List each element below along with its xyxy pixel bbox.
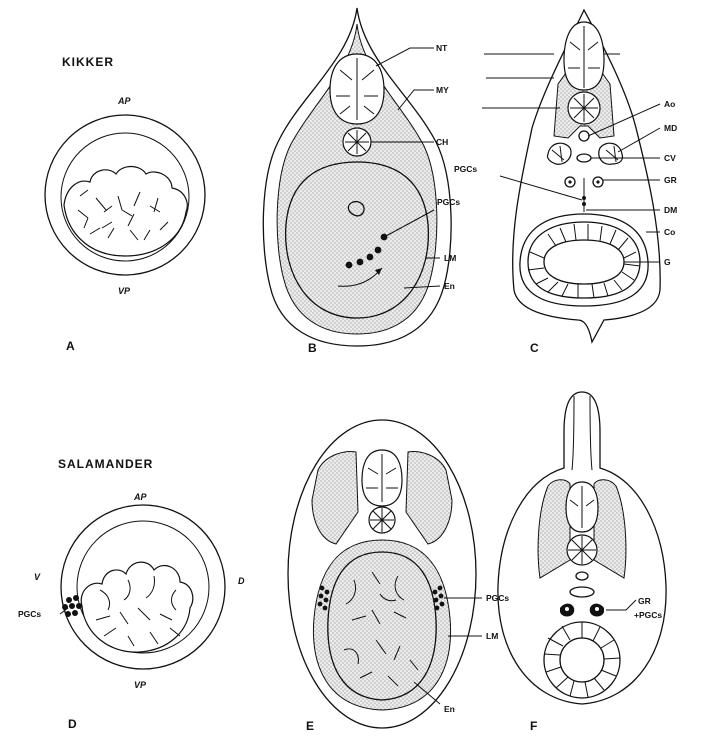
panel-e-salamander-tailbud: PGCs LM En E: [288, 420, 509, 733]
somite-left: [312, 452, 358, 544]
fin-fold-f: [572, 396, 592, 470]
pgc-c-2: [582, 202, 586, 206]
label-en-e: En: [444, 704, 455, 714]
label-ap-d: AP: [133, 492, 147, 502]
notochord-f-lines: [568, 536, 596, 564]
lateral-mesoderm-e: [313, 540, 450, 710]
leader-gr-f: [606, 600, 636, 610]
label-lm-b: LM: [444, 253, 456, 263]
label-dm: DM: [664, 205, 677, 215]
title-kikker: KIKKER: [62, 55, 114, 69]
leader-pgcs-c: [500, 176, 582, 200]
label-en-b: En: [444, 281, 455, 291]
mesonephric-duct-left: [547, 143, 571, 164]
label-pgcs-c: PGCs: [454, 164, 477, 174]
panel-letter-a: A: [66, 339, 75, 353]
label-lm-e: LM: [486, 631, 498, 641]
panel-letter-e: E: [306, 719, 314, 733]
leader-my: [398, 90, 434, 110]
pgc-c-1: [582, 196, 586, 200]
panel-c-frog-larva: Ao MD CV GR DM Co G C: [482, 10, 677, 355]
leader-nt: [376, 48, 434, 66]
cardinal-vein: [577, 154, 591, 162]
gut-c-lumen: [544, 240, 624, 284]
somite-right-f: [594, 480, 626, 578]
panel-letter-b: B: [308, 341, 317, 355]
gut-f-lumen: [560, 638, 604, 682]
gr-f-right-core: [595, 607, 599, 611]
label-my: MY: [436, 85, 449, 95]
somite-right: [406, 452, 452, 544]
gr-f-left-core: [565, 607, 569, 611]
label-nt: NT: [436, 43, 448, 53]
label-cv: CV: [664, 153, 676, 163]
label-gr-f: GR: [638, 596, 651, 606]
label-gr-pgcs-f: +PGCs: [634, 610, 662, 620]
yolk-mass: [64, 167, 187, 257]
label-md: MD: [664, 123, 677, 133]
title-salamander: SALAMANDER: [58, 457, 153, 471]
aorta-f: [576, 572, 588, 580]
label-g: G: [664, 257, 671, 267]
yolk-mass-d: [81, 562, 193, 652]
vein-f: [570, 587, 594, 597]
label-pgcs-d: PGCs: [18, 609, 41, 619]
label-v: V: [34, 572, 41, 582]
gut-c-wall: [528, 222, 640, 298]
gr-dot-right: [596, 180, 599, 183]
aorta: [579, 131, 589, 141]
leader-md: [618, 128, 660, 152]
panel-d-salamander-egg: AP VP V D PGCs D: [18, 492, 245, 731]
label-d: D: [238, 576, 245, 586]
label-vp: VP: [118, 286, 131, 296]
label-gr: GR: [664, 175, 677, 185]
gr-dot-left: [568, 180, 571, 183]
notochord-e-lines: [370, 508, 394, 532]
somite-left-f: [538, 480, 570, 578]
panel-b-frog-tailbud: NT MY CH PGCs LM En B: [263, 8, 460, 355]
panel-f-salamander-larva: GR +PGCs F: [498, 392, 666, 733]
label-ap: AP: [117, 96, 131, 106]
label-co: Co: [664, 227, 675, 237]
label-vp-d: VP: [134, 680, 147, 690]
label-ao: Ao: [664, 99, 675, 109]
notochord-c-lines: [570, 94, 598, 122]
gut-c-cells: [528, 224, 640, 298]
label-pgcs-b: PGCs: [437, 197, 460, 207]
panel-letter-c: C: [530, 341, 539, 355]
label-ch: CH: [436, 137, 448, 147]
panel-a-frog-egg: AP VP A: [45, 96, 205, 353]
panel-letter-f: F: [530, 719, 537, 733]
gut-c-outer: [520, 214, 648, 306]
notochord-lines: [345, 130, 369, 154]
panel-letter-d: D: [68, 717, 77, 731]
